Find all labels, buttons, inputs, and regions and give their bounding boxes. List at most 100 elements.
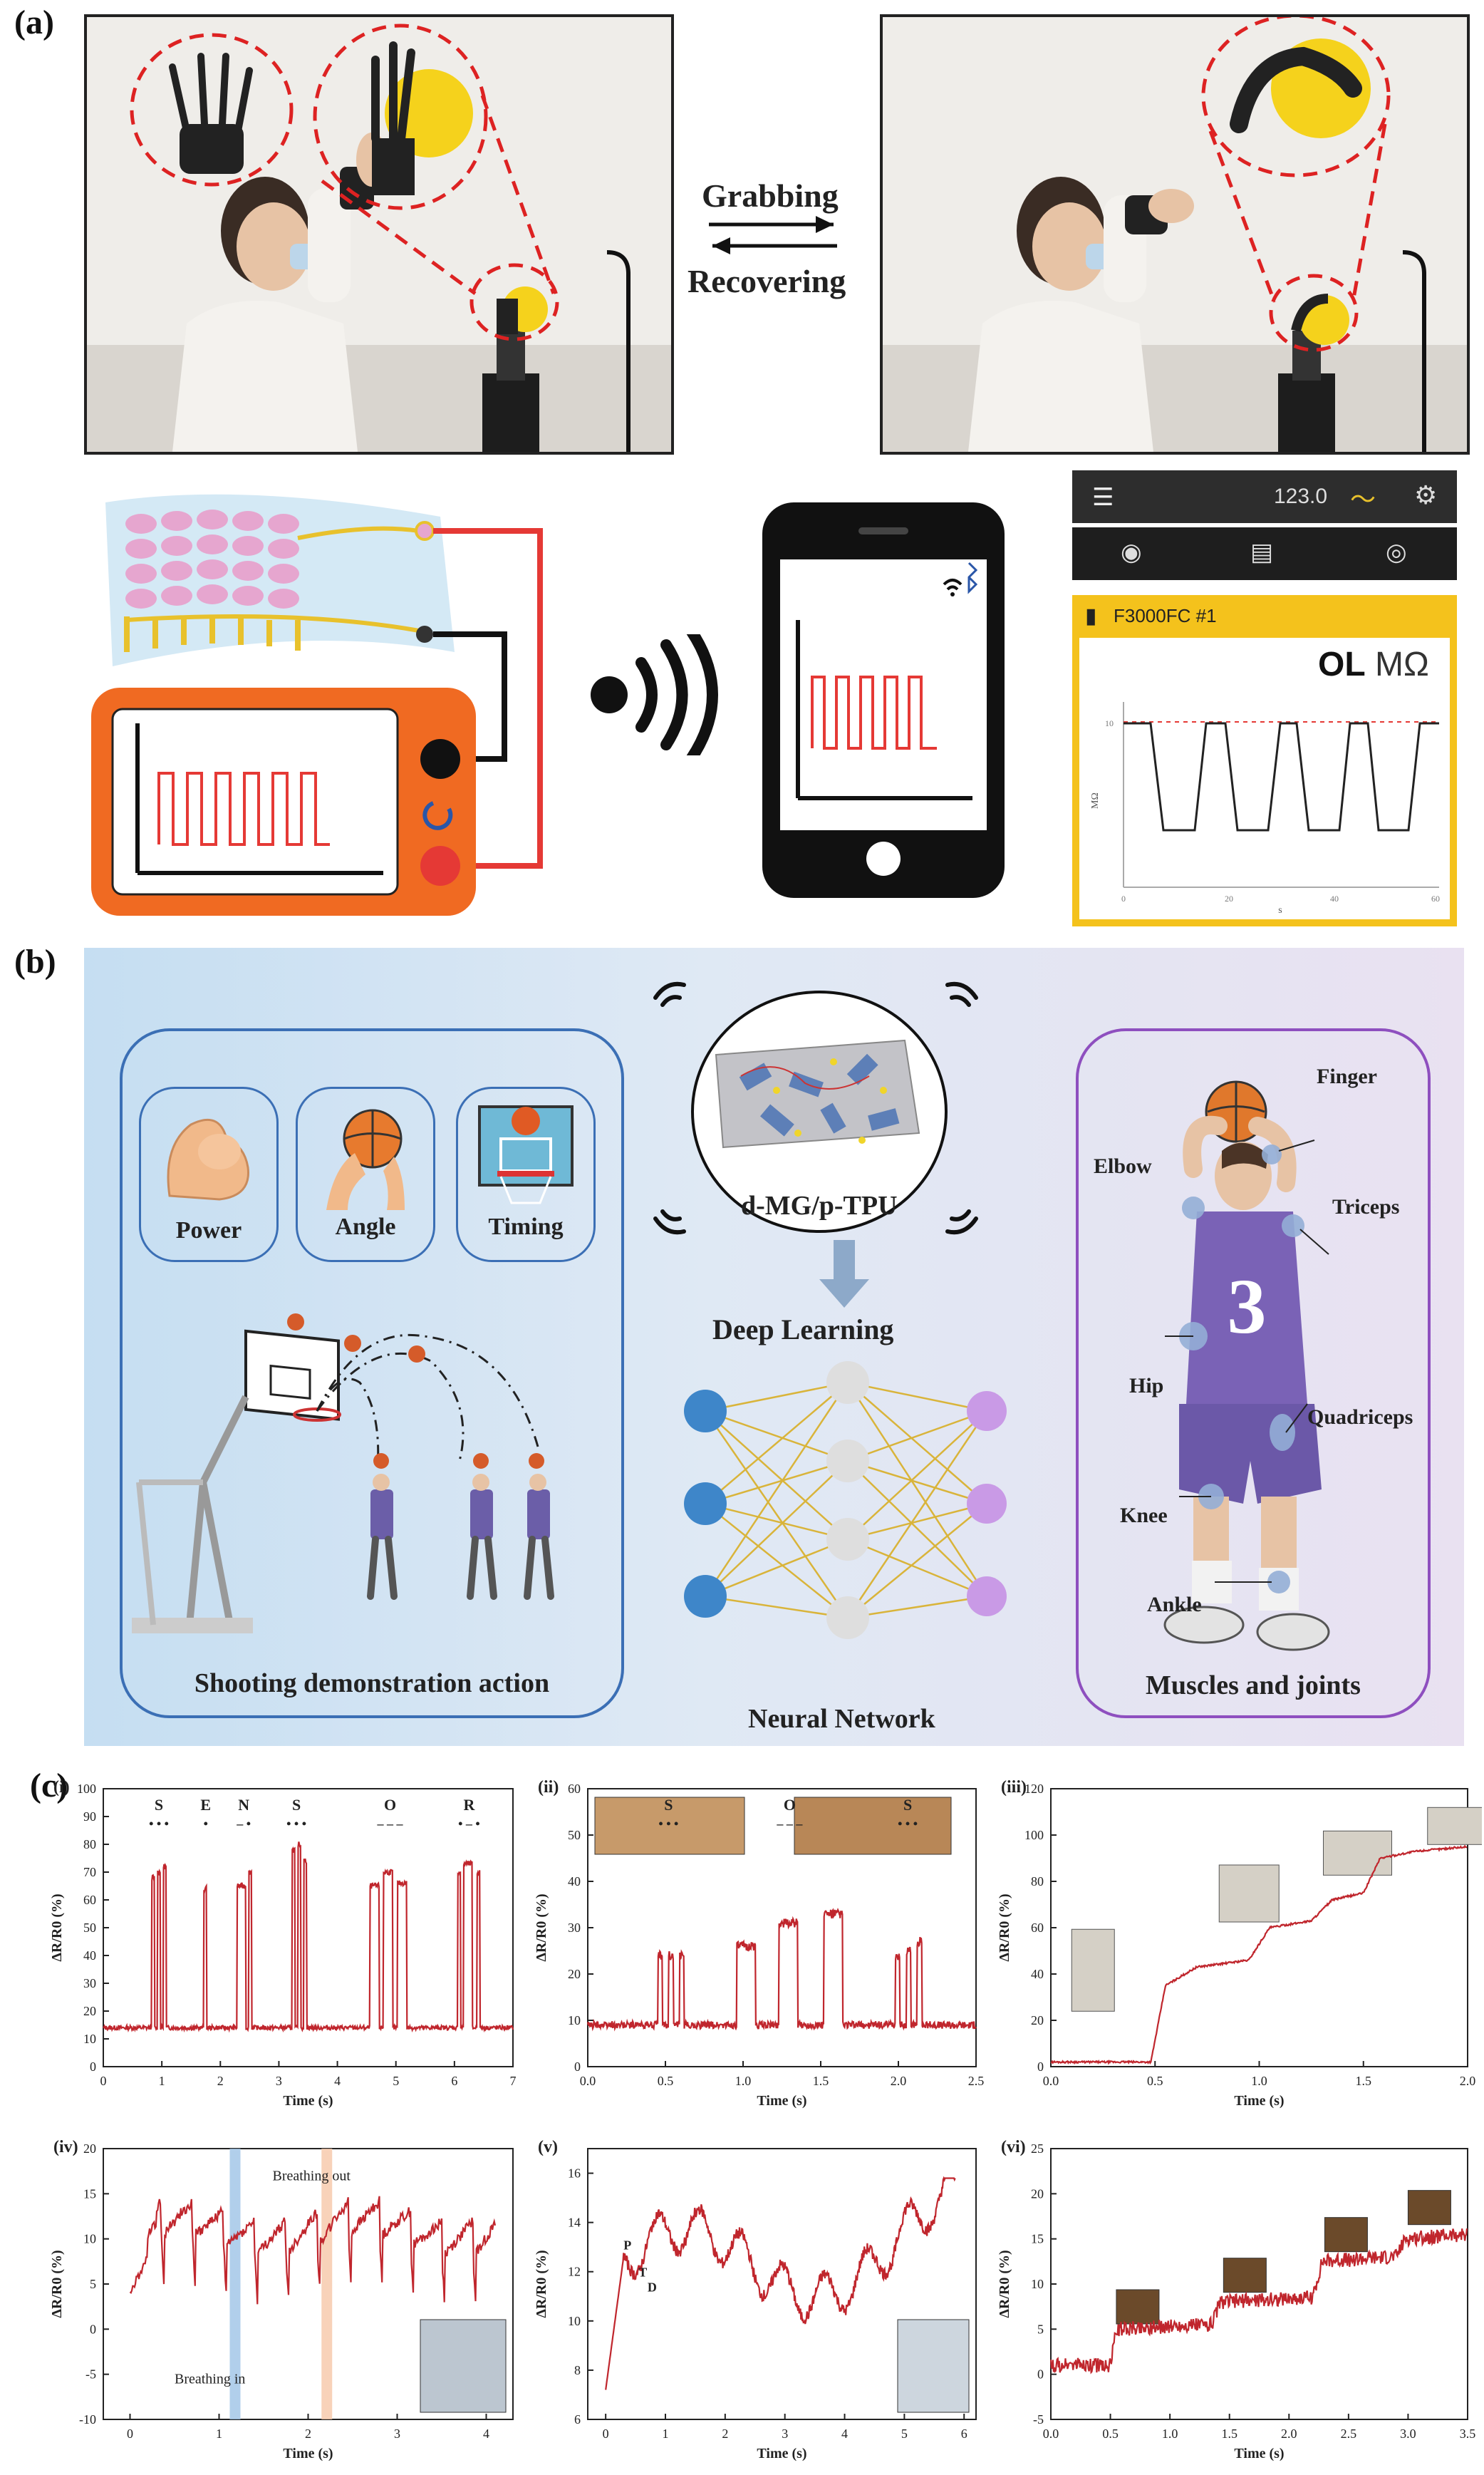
morse-code: – – – [377, 1817, 404, 1831]
morse-letter: O [784, 1796, 796, 1814]
y-tick-label: 100 [1024, 1828, 1044, 1842]
app-xtick: 20 [1225, 894, 1233, 904]
y-tick-label: 100 [77, 1782, 96, 1796]
x-tick-label: 2.5 [968, 2074, 985, 2088]
ol-reading: OL [1318, 646, 1366, 683]
inset-photo [897, 2319, 970, 2413]
ball-hands-icon [326, 1109, 405, 1210]
series-line [103, 1841, 514, 2033]
y-tick-label: 10 [568, 2013, 581, 2027]
basketball-player-illustration: 3 [1163, 1080, 1330, 1651]
x-tick-label: 2.5 [1341, 2427, 1357, 2441]
morse-letter: O [384, 1796, 396, 1814]
peak-label: P [623, 2238, 631, 2253]
neural-network-label: Neural Network [748, 1704, 935, 1734]
material-label: d-MG/p-TPU [741, 1191, 898, 1221]
clipboard-icon[interactable]: ▤ [1250, 539, 1274, 566]
neural-network-diagram [684, 1361, 1007, 1639]
chart-icon[interactable]: 〜 [1350, 485, 1376, 514]
series-line [1049, 2228, 1468, 2375]
morse-code: • • • [286, 1817, 306, 1831]
morse-letter: S [155, 1796, 163, 1814]
y-tick-label: 0 [574, 2060, 581, 2074]
peak-label: D [648, 2280, 657, 2294]
y-tick-label: 50 [568, 1828, 581, 1842]
signal-icon[interactable]: ◎ [1386, 539, 1407, 566]
inset-photo [1427, 1807, 1482, 1845]
y-tick-label: 0 [90, 2322, 96, 2336]
x-tick-label: 3 [394, 2427, 400, 2441]
y-axis-label: ΔR/R0 (%) [534, 2250, 549, 2318]
camera-icon[interactable]: ◉ [1121, 539, 1142, 566]
y-tick-label: 15 [83, 2186, 96, 2201]
x-axis-label: Time (s) [1234, 2446, 1284, 2461]
subpanel-label: (iv) [53, 2138, 78, 2156]
app-ylabel: MΩ [1090, 792, 1101, 809]
morse-code: • [204, 1817, 208, 1831]
morse-letter: N [238, 1796, 249, 1814]
x-tick-label: 4 [841, 2427, 848, 2441]
x-tick-label: 2 [217, 2074, 224, 2088]
y-tick-label: 40 [83, 1948, 96, 1963]
x-tick-label: 1.0 [735, 2074, 752, 2088]
morse-letter: S [903, 1796, 912, 1814]
x-tick-label: 1.5 [813, 2074, 829, 2088]
peak-label: T [638, 2265, 647, 2280]
morse-letter: E [200, 1796, 211, 1814]
menu-icon[interactable]: ☰ [1092, 484, 1114, 511]
app-readout: 123.0 [1274, 485, 1328, 508]
device-card-body: OL MΩ 10 MΩ 0 20 40 60 s [1079, 638, 1450, 919]
y-tick-label: -5 [85, 2367, 96, 2382]
y-tick-label: 30 [568, 1921, 581, 1935]
y-tick-label: 120 [1024, 1782, 1044, 1796]
y-tick-label: 60 [83, 1893, 96, 1907]
subpanel-label: (vi) [1001, 2138, 1026, 2156]
x-tick-label: 0.5 [1147, 2074, 1163, 2088]
y-tick-label: 0 [90, 2060, 96, 2074]
arrow-label-recovering: Recovering [687, 263, 846, 299]
material-schematic [653, 981, 978, 1235]
y-tick-label: 10 [83, 2032, 96, 2046]
angle-label: Angle [335, 1214, 396, 1240]
inset-photo [1323, 1830, 1392, 1876]
morse-code: • • • [898, 1817, 918, 1831]
inset-photo [420, 2319, 507, 2413]
x-tick-label: 6 [451, 2074, 457, 2088]
photo-recovering-illustration [883, 17, 1467, 452]
app-action-bar [1072, 527, 1457, 580]
y-tick-label: 70 [83, 1865, 96, 1879]
morse-letter: S [292, 1796, 301, 1814]
flexed-arm-icon [167, 1118, 249, 1201]
plot-frame [587, 2148, 977, 2420]
series-line [1050, 1844, 1467, 2065]
subpanel-label: (i) [53, 1778, 70, 1797]
x-tick-label: 0 [603, 2427, 609, 2441]
app-xlabel: s [1278, 905, 1282, 916]
y-tick-label: 10 [568, 2314, 581, 2328]
hoop-icon [478, 1105, 574, 1204]
x-tick-label: 1 [663, 2427, 669, 2441]
y-tick-label: 20 [1031, 2013, 1044, 2027]
deep-learning-label: Deep Learning [712, 1313, 894, 1345]
x-tick-label: 1.5 [1221, 2427, 1237, 2441]
app-resistance-chart: 10 MΩ 0 20 40 60 s [1090, 702, 1440, 916]
settings-gear-icon[interactable]: ⚙ [1414, 480, 1438, 510]
x-axis-label: Time (s) [757, 2093, 806, 2109]
morse-code: – – – [776, 1817, 803, 1831]
photo-recovering [880, 14, 1470, 455]
x-tick-label: 2 [305, 2427, 311, 2441]
label-triceps: Triceps [1332, 1195, 1400, 1219]
app-ytick: 10 [1105, 718, 1114, 728]
x-tick-label: 5 [393, 2074, 399, 2088]
x-tick-label: 0.5 [658, 2074, 674, 2088]
y-tick-label: 30 [83, 1976, 96, 1990]
jersey-number: 3 [1228, 1263, 1267, 1350]
series-line [586, 1907, 977, 2032]
y-tick-label: 8 [574, 2363, 581, 2377]
y-tick-label: 90 [83, 1809, 96, 1824]
x-tick-label: 0.5 [1102, 2427, 1119, 2441]
